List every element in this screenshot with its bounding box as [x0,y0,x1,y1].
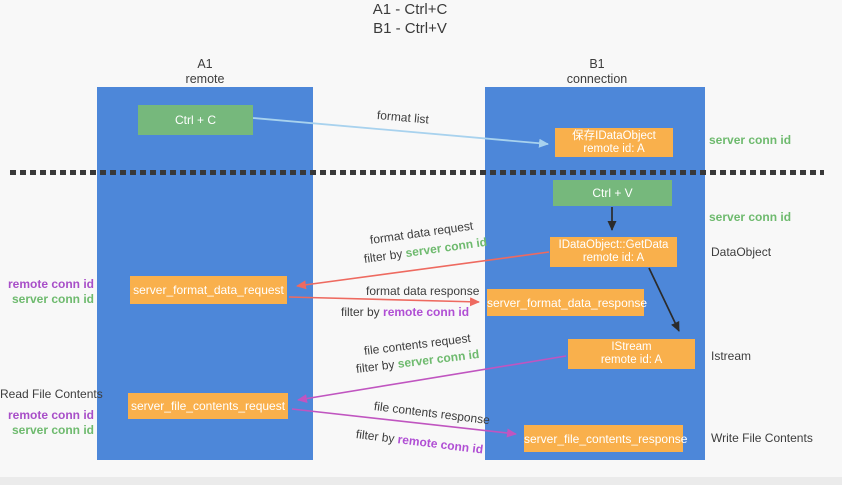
title-line-2: B1 - Ctrl+V [373,20,447,37]
server-conn-id-label-mid: server conn id [709,210,792,224]
remote-conn-id-text: remote conn id [396,432,484,457]
server-file-contents-response-node: server_file_contents_response [524,425,688,452]
title-line-1: A1 - Ctrl+C [372,1,448,18]
server-file-contents-request-label: server_file_contents_request [130,399,286,413]
file-contents-response-filter: filter by remote conn id [355,427,484,457]
lifeline-a1-role: remote [185,72,225,86]
save-dataobject-node: 保存IDataObject remote id: A [555,128,673,157]
istream-node: IStream remote id: A [568,339,695,369]
file-server-conn-id-label: server conn id [11,423,94,437]
lifeline-a1-name: A1 [197,57,213,71]
ctrl-c-node: Ctrl + C [138,105,253,135]
istream-line2: remote id: A [600,354,663,366]
server-format-data-request-label: server_format_data_request [133,283,284,297]
write-file-contents-label: Write File Contents [711,431,813,445]
format-list-label: format list [376,108,430,127]
read-file-contents-label: Read File Contents [0,387,103,401]
getdata-node: IDataObject::GetData remote id: A [550,237,677,267]
format-server-conn-id-label: server conn id [11,292,94,306]
save-dataobject-line2: remote id: A [583,142,645,155]
lifeline-b1-name: B1 [589,57,605,71]
lifeline-b1-header: B1 connection [537,57,657,87]
server-conn-id-label-top: server conn id [709,133,792,147]
filter-by-text: filter by [355,357,396,376]
server-format-data-response-label: server_format_data_response [487,295,648,310]
phase-separator-dotted-line [10,170,824,175]
lifeline-a1-header: A1 remote [145,57,265,87]
filter-by-text: filter by [363,246,404,266]
ctrl-v-node: Ctrl + V [553,180,672,206]
save-dataobject-line1: 保存IDataObject [572,129,656,142]
format-remote-conn-id-label: remote conn id [7,277,94,291]
ctrl-c-label: Ctrl + C [174,113,216,127]
server-format-data-request-node: server_format_data_request [130,276,287,304]
istream-line1: IStream [611,341,652,353]
istream-label: Istream [711,349,752,363]
window-bottom-strip [0,477,842,485]
file-contents-response-label: file contents response [373,399,491,428]
ctrl-v-label: Ctrl + V [592,186,633,200]
format-data-response-filter: filter by remote conn id [341,305,469,319]
server-file-contents-response-label: server_file_contents_response [524,431,688,446]
lifeline-b1-role: connection [566,72,628,86]
dataobject-label: DataObject [711,245,772,259]
filter-by-text: filter by [341,305,380,319]
getdata-line2: remote id: A [582,252,645,264]
file-remote-conn-id-label: remote conn id [7,408,94,422]
diagram-title: A1 - Ctrl+C B1 - Ctrl+V [0,0,820,38]
server-format-data-response-node: server_format_data_response [487,289,648,316]
format-data-response-label: format data response [366,284,480,298]
remote-conn-id-text: remote conn id [383,305,470,319]
filter-by-text: filter by [355,427,396,446]
getdata-line1: IDataObject::GetData [558,239,669,251]
server-file-contents-request-node: server_file_contents_request [128,393,288,419]
